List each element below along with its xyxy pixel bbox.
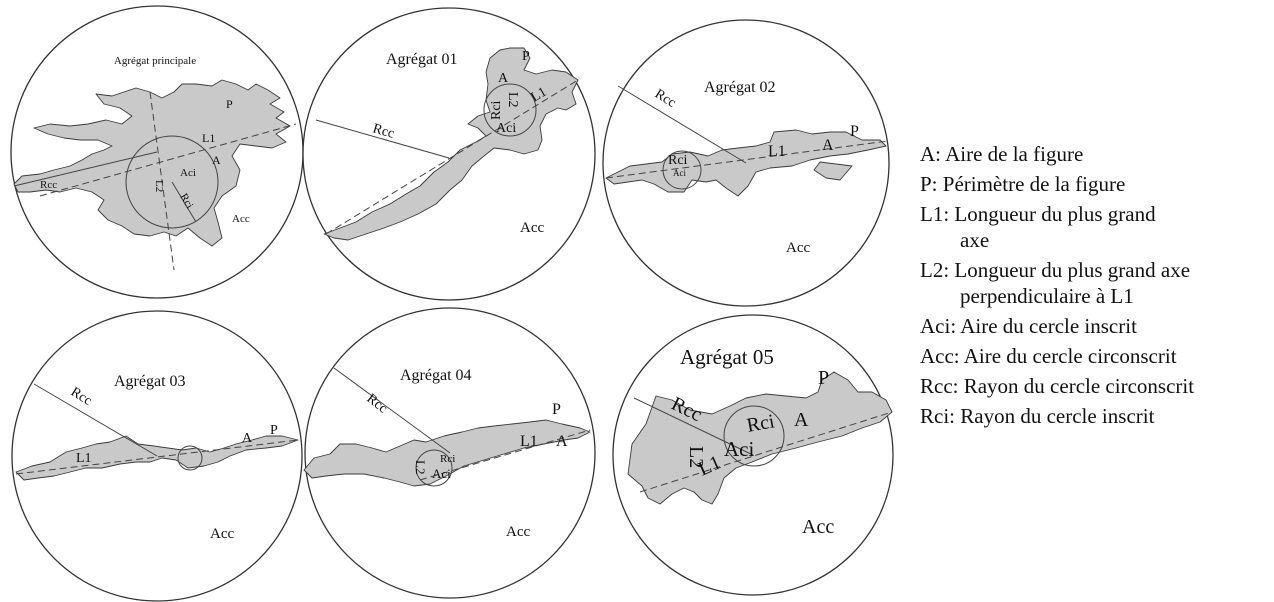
radius-rcc (33, 383, 158, 457)
label-rcc: Rcc (371, 121, 396, 141)
label-p: P (552, 401, 561, 418)
radius-rcc (333, 367, 451, 454)
label-acc: Acc (232, 213, 250, 225)
radius-rci (171, 181, 197, 223)
label-rci: Rci (668, 153, 688, 168)
label-l2: L2 (505, 92, 520, 108)
inscribed-circle (177, 445, 203, 471)
inscribed-circle (662, 150, 702, 190)
legend-item-p: P: Périmètre de la figure (920, 172, 1126, 196)
label-aci: Aci (673, 168, 686, 178)
label-aci: Aci (496, 121, 516, 136)
axis-l1 (639, 411, 893, 493)
radius-rcc (633, 397, 754, 456)
label-l1: L1 (768, 143, 786, 160)
panel-agregat-05: Agrégat 05 Rcc L2 L1 Aci Rci A P Acc (612, 314, 894, 596)
panel-agregat-02: Agrégat 02 Rcc Rci Aci L1 A P Acc (602, 19, 890, 307)
panel-agregat-04: Agrégat 04 Rcc L2 Rci Aci L1 A P Acc (303, 307, 596, 599)
label-a: A (794, 409, 809, 431)
label-rci: Rci (440, 453, 455, 465)
aggregate-shape (303, 419, 591, 487)
inscribed-circle (125, 135, 219, 229)
label-a: A (212, 153, 221, 167)
label-p: P (270, 423, 278, 438)
legend-item-a: A: Aire de la figure (920, 142, 1084, 166)
label-acc: Acc (520, 220, 544, 236)
inscribed-circle (723, 405, 785, 467)
legend-item-aci: Aci: Aire du cercle inscrit (920, 314, 1137, 338)
axis-l1 (15, 439, 299, 475)
legend: A: Aire de la figure P: Périmètre de la … (920, 141, 1270, 433)
panel-agregat-principale: Agrégat principale P L1 A Aci L2 Rci Rcc… (10, 5, 304, 299)
label-p: P (850, 123, 859, 140)
axis-l1 (605, 140, 889, 179)
axis-l2 (149, 91, 175, 271)
radius-rcc (617, 85, 747, 164)
label-l1: L1 (520, 433, 538, 450)
panel-agregat-01: Agrégat 01 P A L2 L1 Rci Aci Rcc Acc (302, 7, 596, 301)
legend-item-rci: Rci: Rayon du cercle inscrit (920, 404, 1155, 428)
legend-item-acc: Acc: Aire du cercle circonscrit (920, 344, 1177, 368)
label-acc: Acc (786, 240, 810, 256)
panel-title: Agrégat 04 (400, 367, 472, 384)
label-l2: L2 (413, 460, 428, 474)
panel-title: Agrégat 03 (114, 373, 186, 390)
label-aci: Aci (432, 466, 451, 481)
radius-rcc (13, 151, 158, 187)
panel-title: Agrégat 05 (680, 345, 774, 369)
axis-l1 (39, 123, 297, 197)
label-acc: Acc (802, 516, 834, 538)
label-rcc: Rcc (40, 179, 57, 191)
label-acc: Acc (506, 524, 530, 540)
label-p: P (226, 97, 233, 111)
label-rci: Rci (745, 410, 777, 437)
radius-rcc (315, 119, 450, 159)
label-aci: Aci (724, 437, 754, 461)
label-acc: Acc (210, 526, 234, 542)
aggregate-shape (15, 435, 299, 481)
label-p: P (522, 49, 530, 64)
label-l1: L1 (76, 451, 92, 466)
axis-l1 (419, 429, 591, 481)
label-a: A (498, 71, 509, 86)
panel-title: Agrégat principale (114, 55, 196, 67)
inscribed-circle (483, 83, 537, 137)
label-l2: L2 (153, 180, 165, 192)
axis-l1 (325, 79, 579, 235)
label-l1: L1 (202, 131, 215, 145)
label-p: P (818, 367, 829, 389)
label-a: A (822, 137, 834, 154)
label-rci: Rci (489, 100, 504, 120)
label-aci: Aci (180, 167, 196, 179)
legend-item-rcc: Rcc: Rayon du cercle circonscrit (920, 374, 1195, 398)
label-a: A (556, 433, 568, 450)
label-l2: L2 (685, 446, 707, 468)
aggregate-shape (13, 79, 291, 247)
label-l1: L1 (529, 85, 550, 106)
label-a: A (242, 431, 253, 446)
panel-title: Agrégat 01 (386, 51, 458, 68)
panel-title: Agrégat 02 (704, 79, 776, 96)
inscribed-circle (415, 449, 453, 487)
panel-agregat-03: Agrégat 03 Rcc L1 A P Acc (11, 310, 303, 602)
